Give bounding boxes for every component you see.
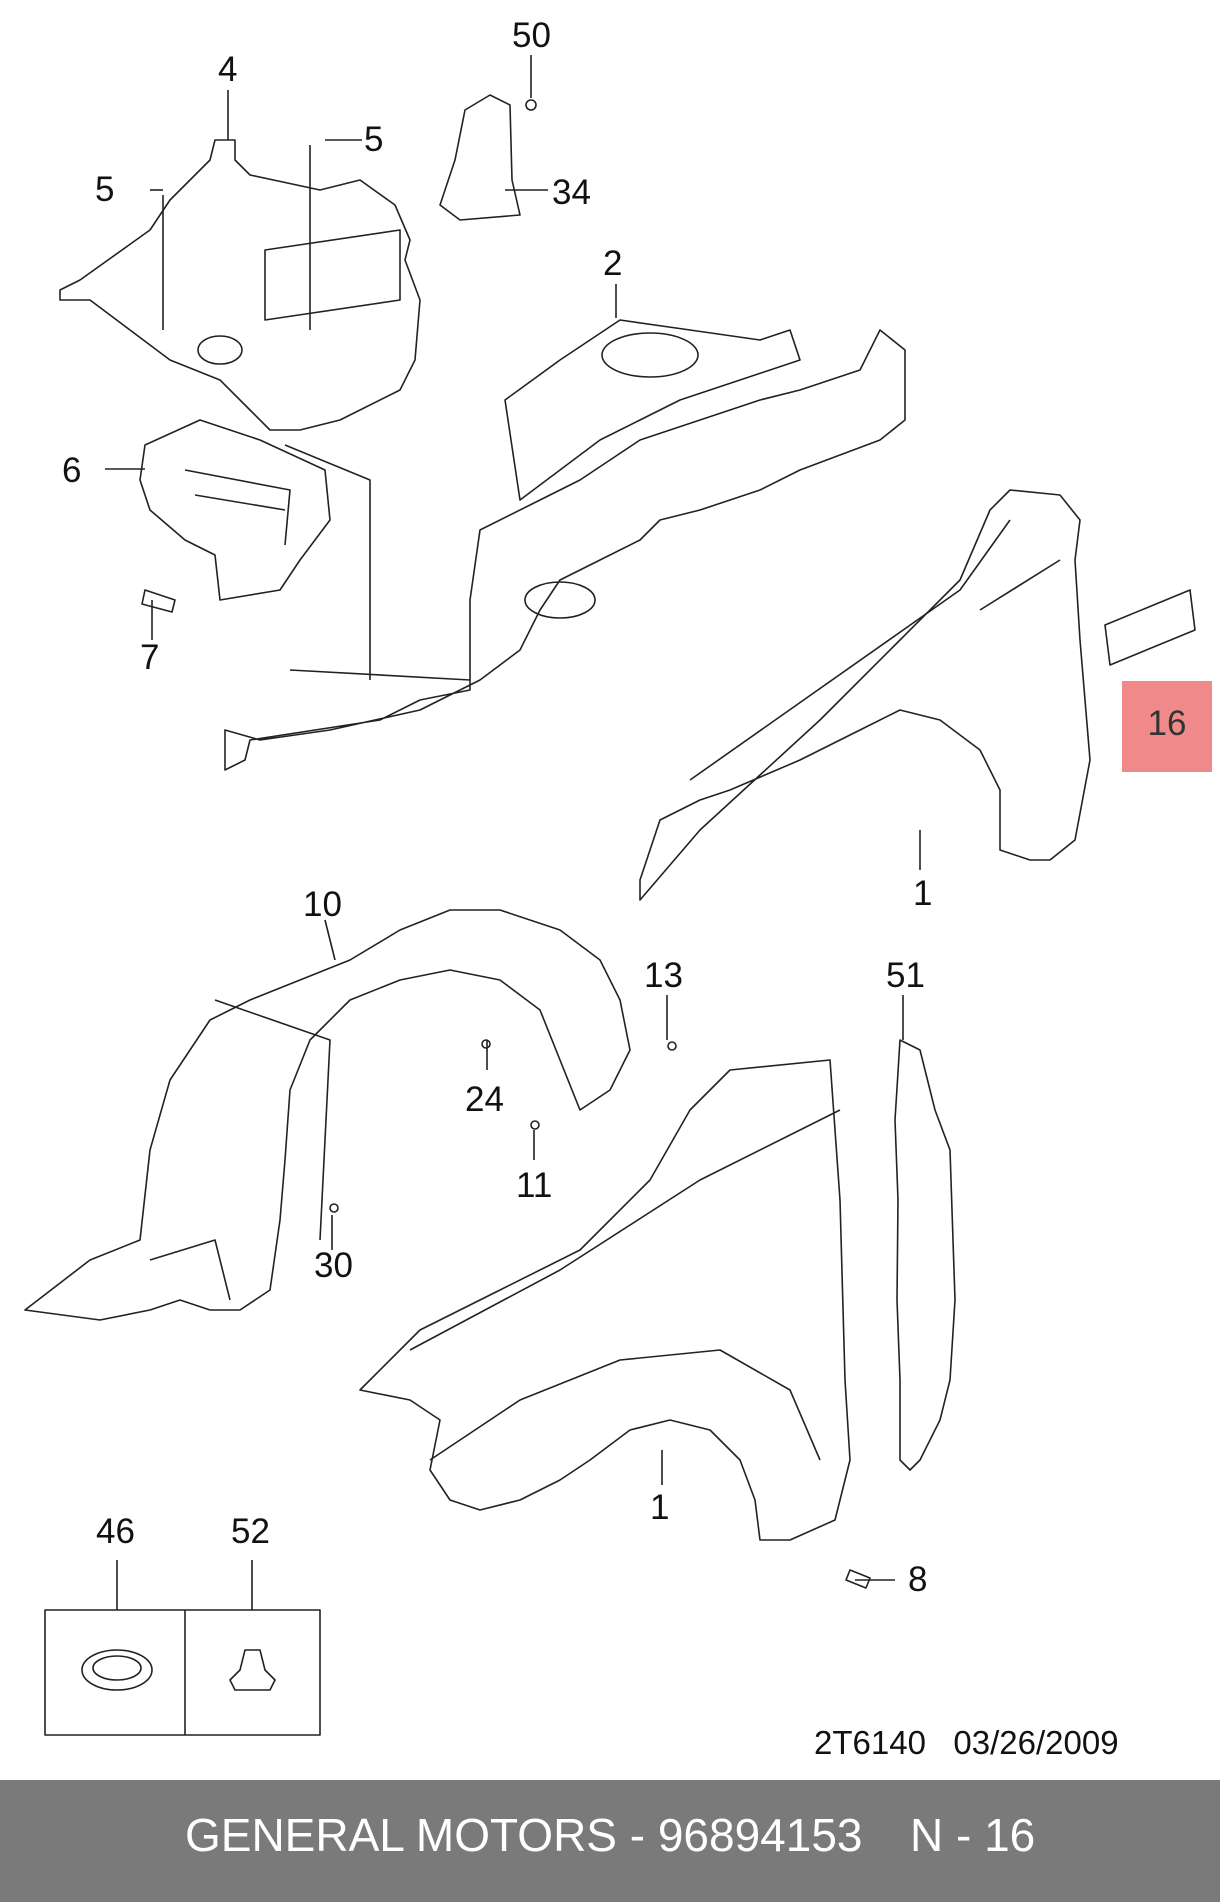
- callout-51: 51: [886, 956, 925, 995]
- callout-30: 30: [314, 1246, 353, 1285]
- callout-46: 46: [96, 1512, 135, 1551]
- leader-lines: [105, 55, 921, 1610]
- highlight-box: [1122, 681, 1212, 772]
- callout-34: 34: [552, 173, 591, 212]
- callout-13: 13: [644, 956, 683, 995]
- callout-16: 16: [1147, 704, 1187, 743]
- callout-5-right: 5: [364, 120, 384, 159]
- plug-46: [81, 1649, 153, 1691]
- fender-1-lower: [359, 1059, 851, 1541]
- callout-6: 6: [62, 451, 82, 490]
- callout-7: 7: [140, 638, 160, 677]
- bolt-7: [141, 589, 176, 613]
- bolt-8: [845, 1569, 871, 1589]
- document-reference: 2T6140 03/26/2009: [814, 1724, 1119, 1761]
- bracket-34: [439, 94, 521, 221]
- footer-bar: GENERAL MOTORS - 96894153 N - 16: [0, 1780, 1220, 1902]
- callout-1-upper: 1: [913, 874, 933, 913]
- front-rail-2: [224, 329, 906, 771]
- callout-8: 8: [908, 1560, 928, 1599]
- callout-5-left: 5: [95, 170, 115, 209]
- callout-10: 10: [303, 885, 342, 924]
- footer-reference: N - 16: [910, 1809, 1036, 1861]
- footer-part-number: GENERAL MOTORS - 96894153: [185, 1809, 863, 1861]
- callout-1-lower: 1: [650, 1488, 670, 1527]
- callout-4: 4: [218, 50, 238, 89]
- callout-11: 11: [516, 1166, 553, 1205]
- wheel-liner-10: [24, 909, 631, 1321]
- seal-51: [894, 1039, 956, 1471]
- fender-1-upper: [639, 489, 1091, 901]
- parts-box: [44, 1609, 321, 1736]
- parts-diagram: [24, 55, 1196, 1736]
- callout-2: 2: [603, 244, 623, 283]
- clip-52: [229, 1649, 276, 1691]
- bracket-6: [139, 419, 331, 601]
- emblem-16: [1104, 589, 1196, 666]
- battery-tray-4: [59, 139, 421, 431]
- bolt-50: [525, 99, 537, 111]
- callout-50: 50: [512, 16, 551, 55]
- callout-24: 24: [465, 1080, 504, 1119]
- callout-52: 52: [231, 1512, 270, 1551]
